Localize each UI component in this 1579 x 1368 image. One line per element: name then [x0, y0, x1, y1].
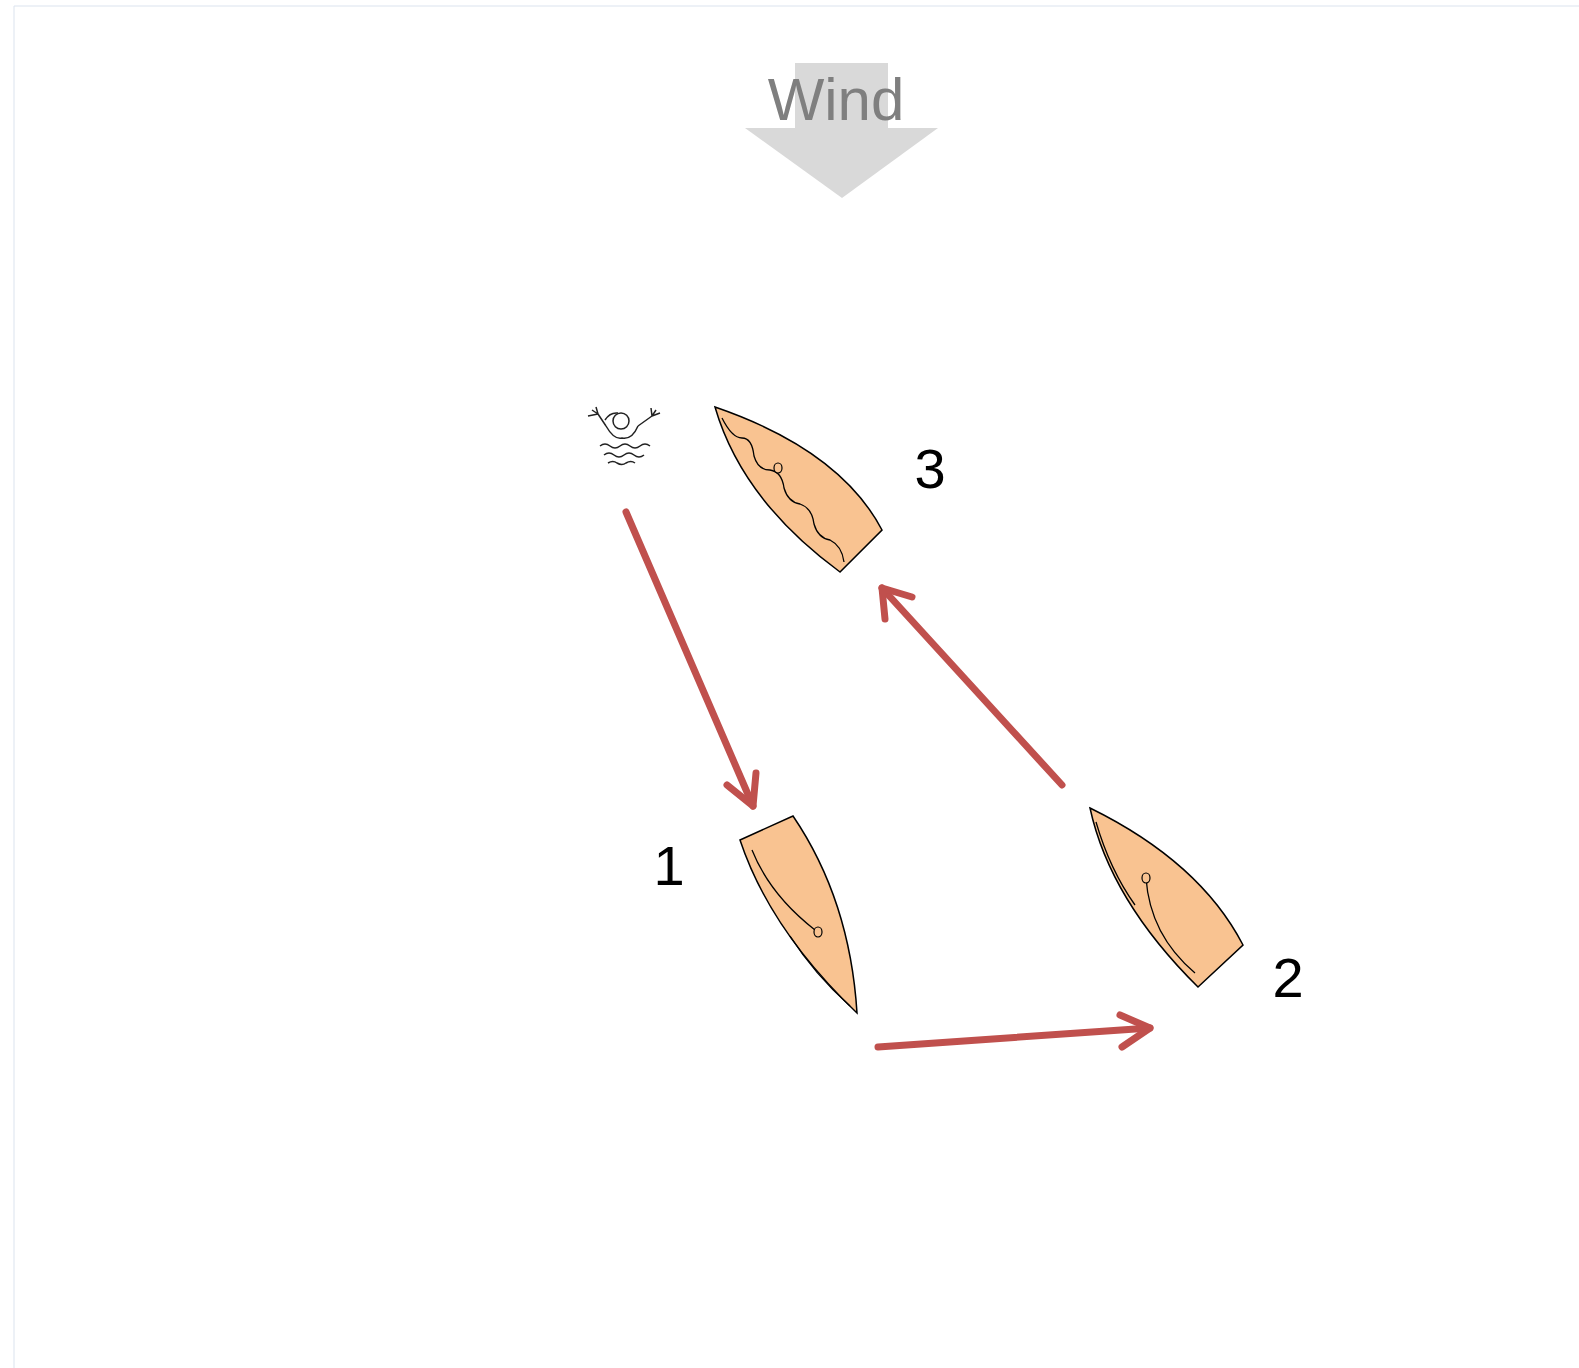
person-in-water [588, 407, 660, 465]
frame-line [14, 6, 1579, 7]
boat-1 [740, 816, 857, 1013]
boat-3 [715, 407, 882, 572]
frame-line [14, 6, 15, 1368]
callout-number: 2 [1272, 950, 1303, 1006]
wind-label: Wind [768, 70, 905, 130]
callout-number: 3 [914, 441, 945, 497]
wind-arrow [745, 63, 938, 198]
course-arrows [626, 512, 1150, 1047]
boat-2 [1090, 808, 1243, 987]
callout-number: 1 [653, 838, 684, 894]
